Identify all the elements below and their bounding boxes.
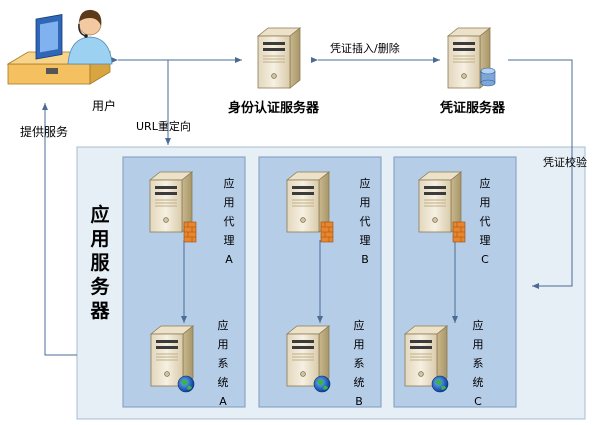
arrow-provide-service — [42, 103, 77, 356]
firewall-c-icon — [452, 221, 466, 243]
url-redirect-label: URL重定向 — [136, 119, 191, 133]
auth-server-icon — [257, 27, 301, 89]
provide-service-label: 提供服务 — [20, 124, 68, 139]
cred-insert-delete-label: 凭证插入/删除 — [330, 41, 400, 55]
firewall-b-icon — [320, 221, 334, 243]
app-server-label: 应用服务器 — [89, 203, 110, 322]
cred-server-label: 凭证服务器 — [439, 100, 506, 116]
database-icon — [480, 67, 496, 87]
arrow-cred-verify — [508, 59, 573, 289]
user-icon — [6, 9, 113, 85]
firewall-a-icon — [183, 221, 197, 243]
user-label: 用户 — [92, 98, 116, 113]
cred-verify-label: 凭证校验 — [543, 155, 587, 169]
globe-a-icon — [177, 375, 195, 393]
globe-b-icon — [313, 375, 331, 393]
globe-c-icon — [431, 375, 449, 393]
auth-server-label: 身份认证服务器 — [228, 100, 320, 116]
